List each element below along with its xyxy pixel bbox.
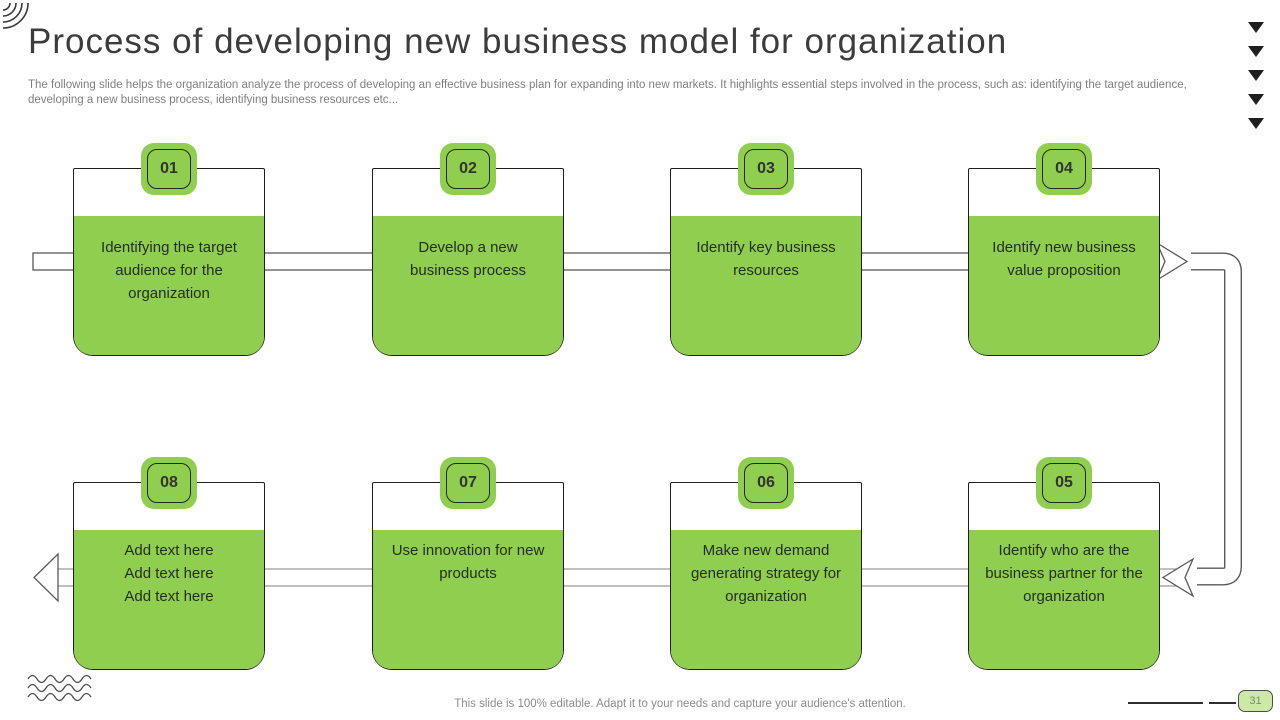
arrowhead-left-icon: [1161, 557, 1195, 598]
step-label: Use innovation for new products: [391, 542, 545, 582]
step-box-02[interactable]: 02 Develop a new business process: [372, 143, 564, 356]
triangle-down-icon: [1248, 46, 1264, 57]
footer-divider: [1209, 702, 1236, 704]
step-label: Identify new business value proposition: [992, 239, 1136, 279]
step-body: [969, 530, 1159, 669]
triangle-down-icon: [1248, 22, 1264, 33]
page-number-badge: 31: [1238, 690, 1273, 712]
step-box-05[interactable]: 05 Identify who are the business partner…: [968, 457, 1160, 670]
step-label: Develop a new business process: [410, 239, 526, 279]
step-number: 03: [744, 149, 788, 189]
step-number-badge[interactable]: 03: [738, 143, 794, 195]
step-number-badge[interactable]: 04: [1036, 143, 1092, 195]
step-number-badge[interactable]: 07: [440, 457, 496, 509]
step-number-badge[interactable]: 08: [141, 457, 197, 509]
triangle-down-icon: [1248, 70, 1264, 81]
step-label: Identify who are the business partner fo…: [985, 542, 1143, 605]
triangle-decoration: [1248, 22, 1264, 129]
step-label: Add text here Add text here Add text her…: [124, 542, 214, 605]
step-box-06[interactable]: 06 Make new demand generating strategy f…: [670, 457, 862, 670]
step-number-badge[interactable]: 05: [1036, 457, 1092, 509]
step-label: Identifying the target audience for the …: [101, 239, 237, 302]
elbow-connector-fill: [1191, 253, 1241, 585]
arrowhead-end-icon: [33, 552, 59, 603]
footer-divider: [1128, 702, 1203, 704]
step-number: 04: [1042, 149, 1086, 189]
step-number: 02: [446, 149, 490, 189]
step-label: Identify key business resources: [696, 239, 836, 279]
triangle-down-icon: [1248, 94, 1264, 105]
step-body: [373, 530, 563, 669]
step-number: 01: [147, 149, 191, 189]
triangle-down-icon: [1248, 118, 1264, 129]
step-box-01[interactable]: 01 Identifying the target audience for t…: [73, 143, 265, 356]
step-label: Make new demand generating strategy for …: [690, 542, 842, 605]
step-body: [969, 216, 1159, 355]
step-number: 07: [446, 463, 490, 503]
step-body: [74, 216, 264, 355]
step-number: 08: [147, 463, 191, 503]
step-box-03[interactable]: 03 Identify key business resources: [670, 143, 862, 356]
step-body: [373, 216, 563, 355]
step-box-04[interactable]: 04 Identify new business value propositi…: [968, 143, 1160, 356]
step-body: [671, 530, 861, 669]
step-number: 05: [1042, 463, 1086, 503]
page-title: Process of developing new business model…: [28, 22, 1008, 61]
page-subtitle: The following slide helps the organizati…: [28, 79, 1187, 106]
waves-decoration-icon: [27, 674, 92, 702]
step-box-07[interactable]: 07 Use innovation for new products: [372, 457, 564, 670]
step-body: [74, 530, 264, 669]
step-number-badge[interactable]: 02: [440, 143, 496, 195]
step-box-08[interactable]: 08 Add text here Add text here Add text …: [73, 457, 265, 670]
step-number-badge[interactable]: 06: [738, 457, 794, 509]
footer-note: This slide is 100% editable. Adapt it to…: [454, 698, 906, 710]
corner-ripple-icon: [2, 2, 29, 29]
arrowhead-right-icon: [1155, 241, 1189, 282]
step-number-badge[interactable]: 01: [141, 143, 197, 195]
step-body: [671, 216, 861, 355]
step-number: 06: [744, 463, 788, 503]
